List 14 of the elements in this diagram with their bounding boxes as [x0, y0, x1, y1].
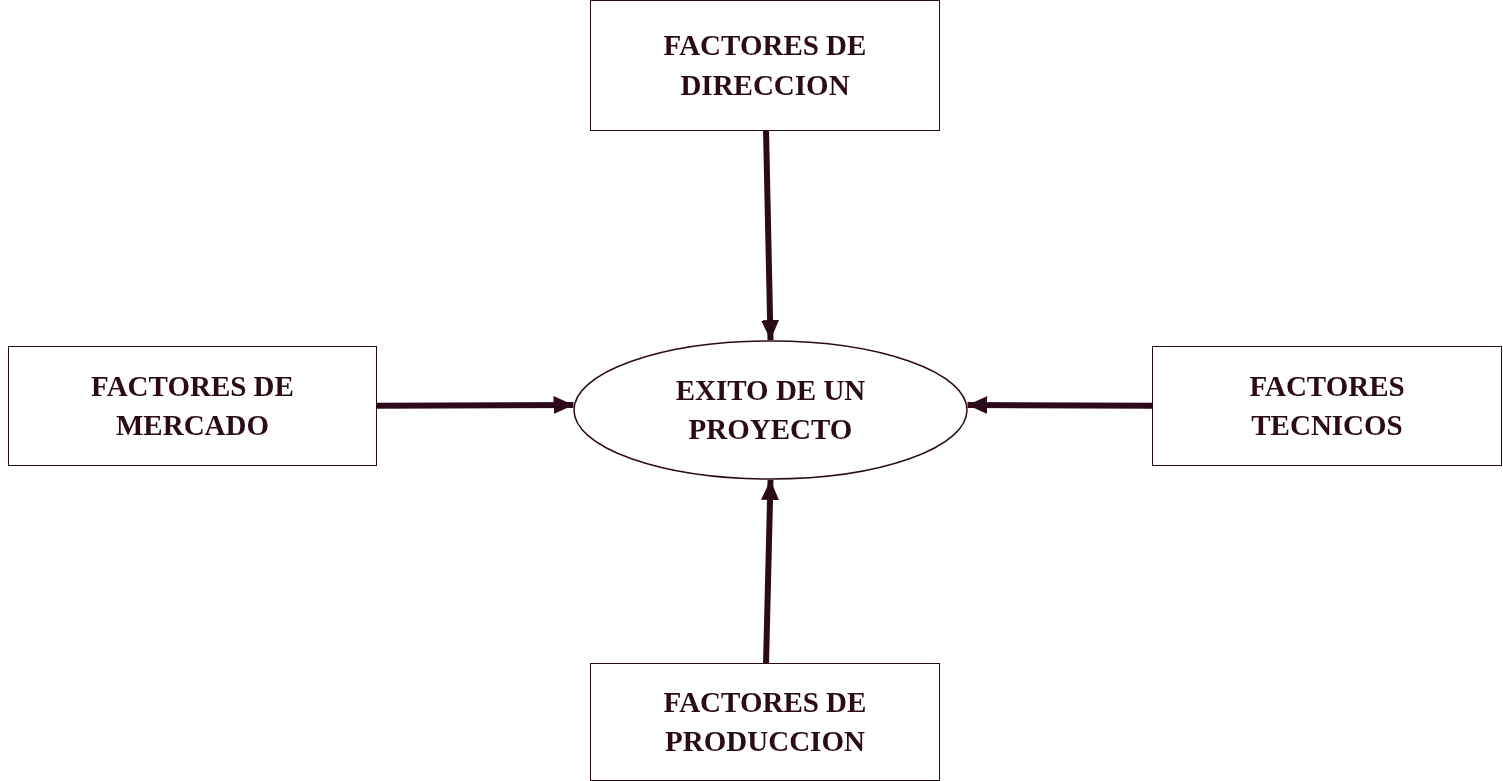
node-label: EXITO DE UN PROYECTO	[674, 372, 867, 447]
node-label: FACTORES DE PRODUCCION	[662, 684, 868, 759]
node-label: FACTORES DE MERCADO	[90, 368, 295, 443]
factor-box	[1152, 346, 1502, 466]
goal-ellipse	[573, 340, 968, 480]
node-label: FACTORES TECNICOS	[1248, 368, 1406, 443]
factor-box	[590, 663, 940, 781]
arrow	[377, 396, 574, 415]
arrow	[967, 396, 1153, 415]
arrow	[761, 479, 779, 664]
factor-box	[590, 0, 940, 131]
arrow	[761, 130, 780, 341]
factor-box	[8, 346, 377, 466]
node-label: FACTORES DE DIRECCION	[662, 28, 868, 103]
